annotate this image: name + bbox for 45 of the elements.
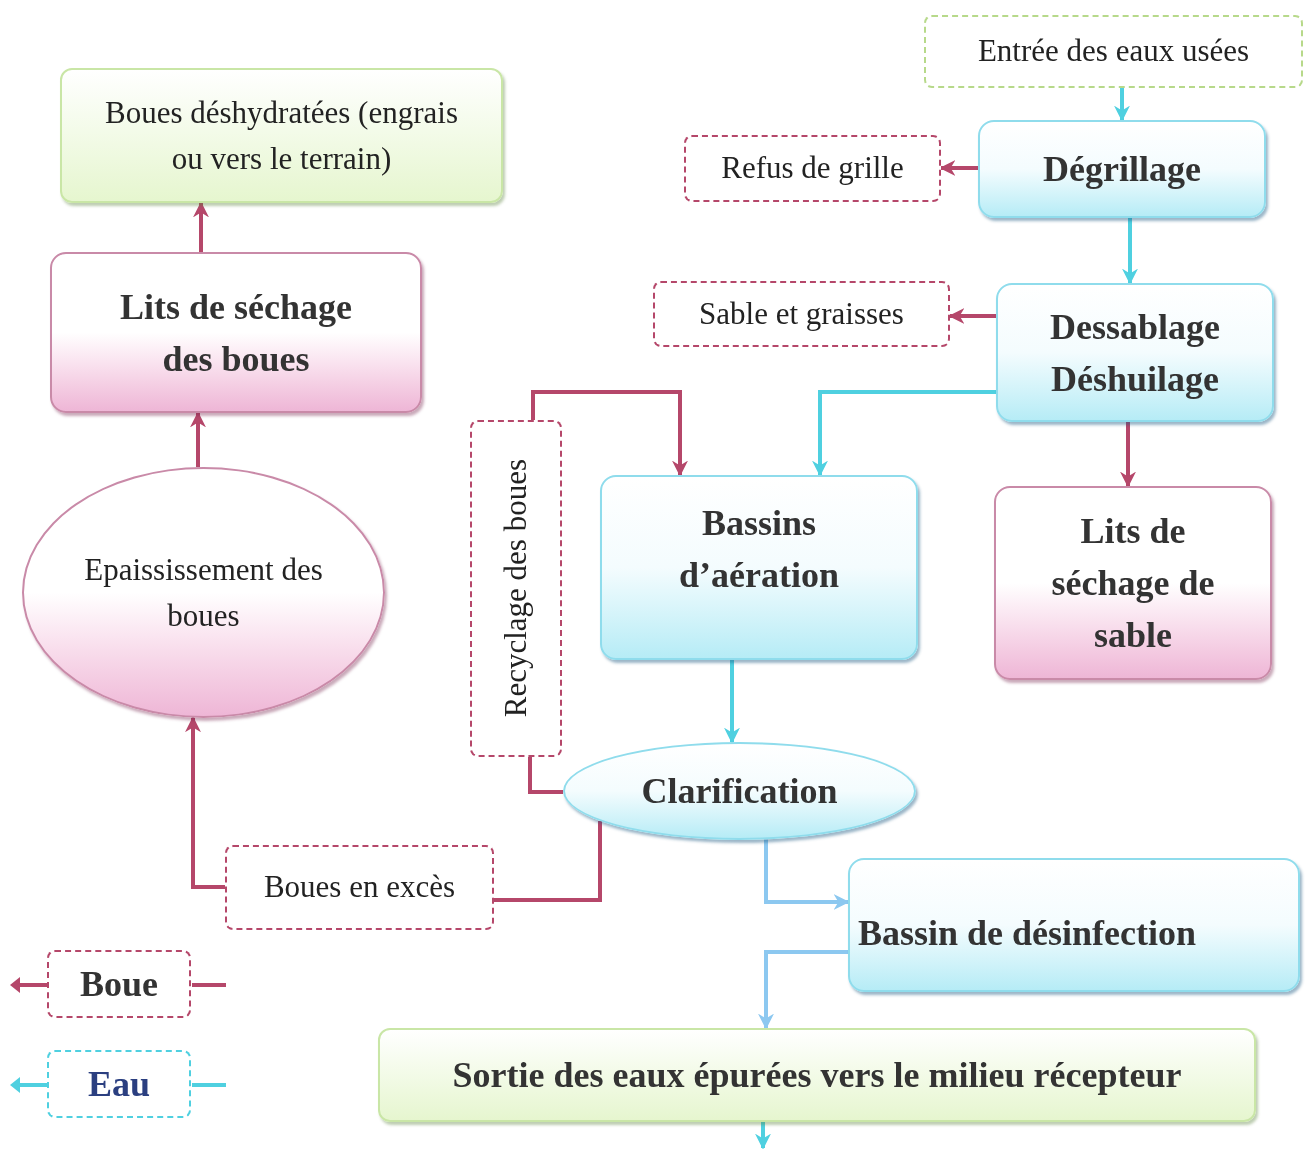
process-box <box>848 858 1300 992</box>
connector-arrow <box>724 660 740 744</box>
node-label: Clarification <box>640 770 839 813</box>
connector-arrow <box>531 390 688 477</box>
connector-arrow <box>185 716 225 889</box>
process-box <box>600 475 918 660</box>
sludge-box <box>225 845 494 930</box>
node-label: Bassin de désinfection <box>857 912 1198 955</box>
waste-box <box>653 281 950 347</box>
output-box <box>378 1028 1256 1122</box>
process-box <box>50 252 422 413</box>
recycle-box <box>470 420 562 757</box>
connector-arrow <box>764 839 850 910</box>
node-label: Lits de séchage des boues <box>119 285 353 381</box>
legend-label: Eau <box>47 1050 191 1118</box>
node-label: Entrée des eaux usées <box>976 32 1251 71</box>
node-label: Epaississement des boues <box>83 550 324 635</box>
connector-arrow <box>812 390 996 477</box>
node-label: Bassins d’aération <box>678 502 840 597</box>
connector-arrow <box>190 411 206 468</box>
node-label: Recyclage des boues <box>496 459 534 718</box>
process-box <box>996 283 1274 422</box>
connector-arrow <box>758 950 848 1030</box>
connector-arrow <box>755 1122 771 1149</box>
node-label: Dégrillage <box>1042 148 1202 191</box>
connector-arrow <box>948 308 996 324</box>
process-box <box>978 120 1266 218</box>
node-label: Refus de grille <box>720 149 905 188</box>
node-label: Sortie des eaux épurées vers le milieu récepteur <box>451 1054 1183 1097</box>
connector-arrow <box>1122 218 1138 285</box>
node-label: Dessablage Déshuilage <box>1049 305 1221 401</box>
legend-label: Boue <box>47 950 191 1018</box>
connector-arrow <box>1120 422 1136 488</box>
connector-arrow <box>939 160 978 176</box>
node-label: Boues en excès <box>262 868 457 907</box>
node-label: Sable et graisses <box>698 294 905 333</box>
connector-arrow <box>528 757 564 794</box>
connector-arrow <box>1114 88 1130 122</box>
process-box <box>994 486 1272 680</box>
input-box <box>924 15 1303 88</box>
output-box <box>60 68 503 203</box>
node-label: Boues déshydratées (engrais ou vers le terrain) <box>104 93 459 178</box>
waste-box <box>684 135 941 202</box>
connector-arrow <box>193 201 209 252</box>
node-label: Lits de séchage de sable <box>1050 510 1216 657</box>
